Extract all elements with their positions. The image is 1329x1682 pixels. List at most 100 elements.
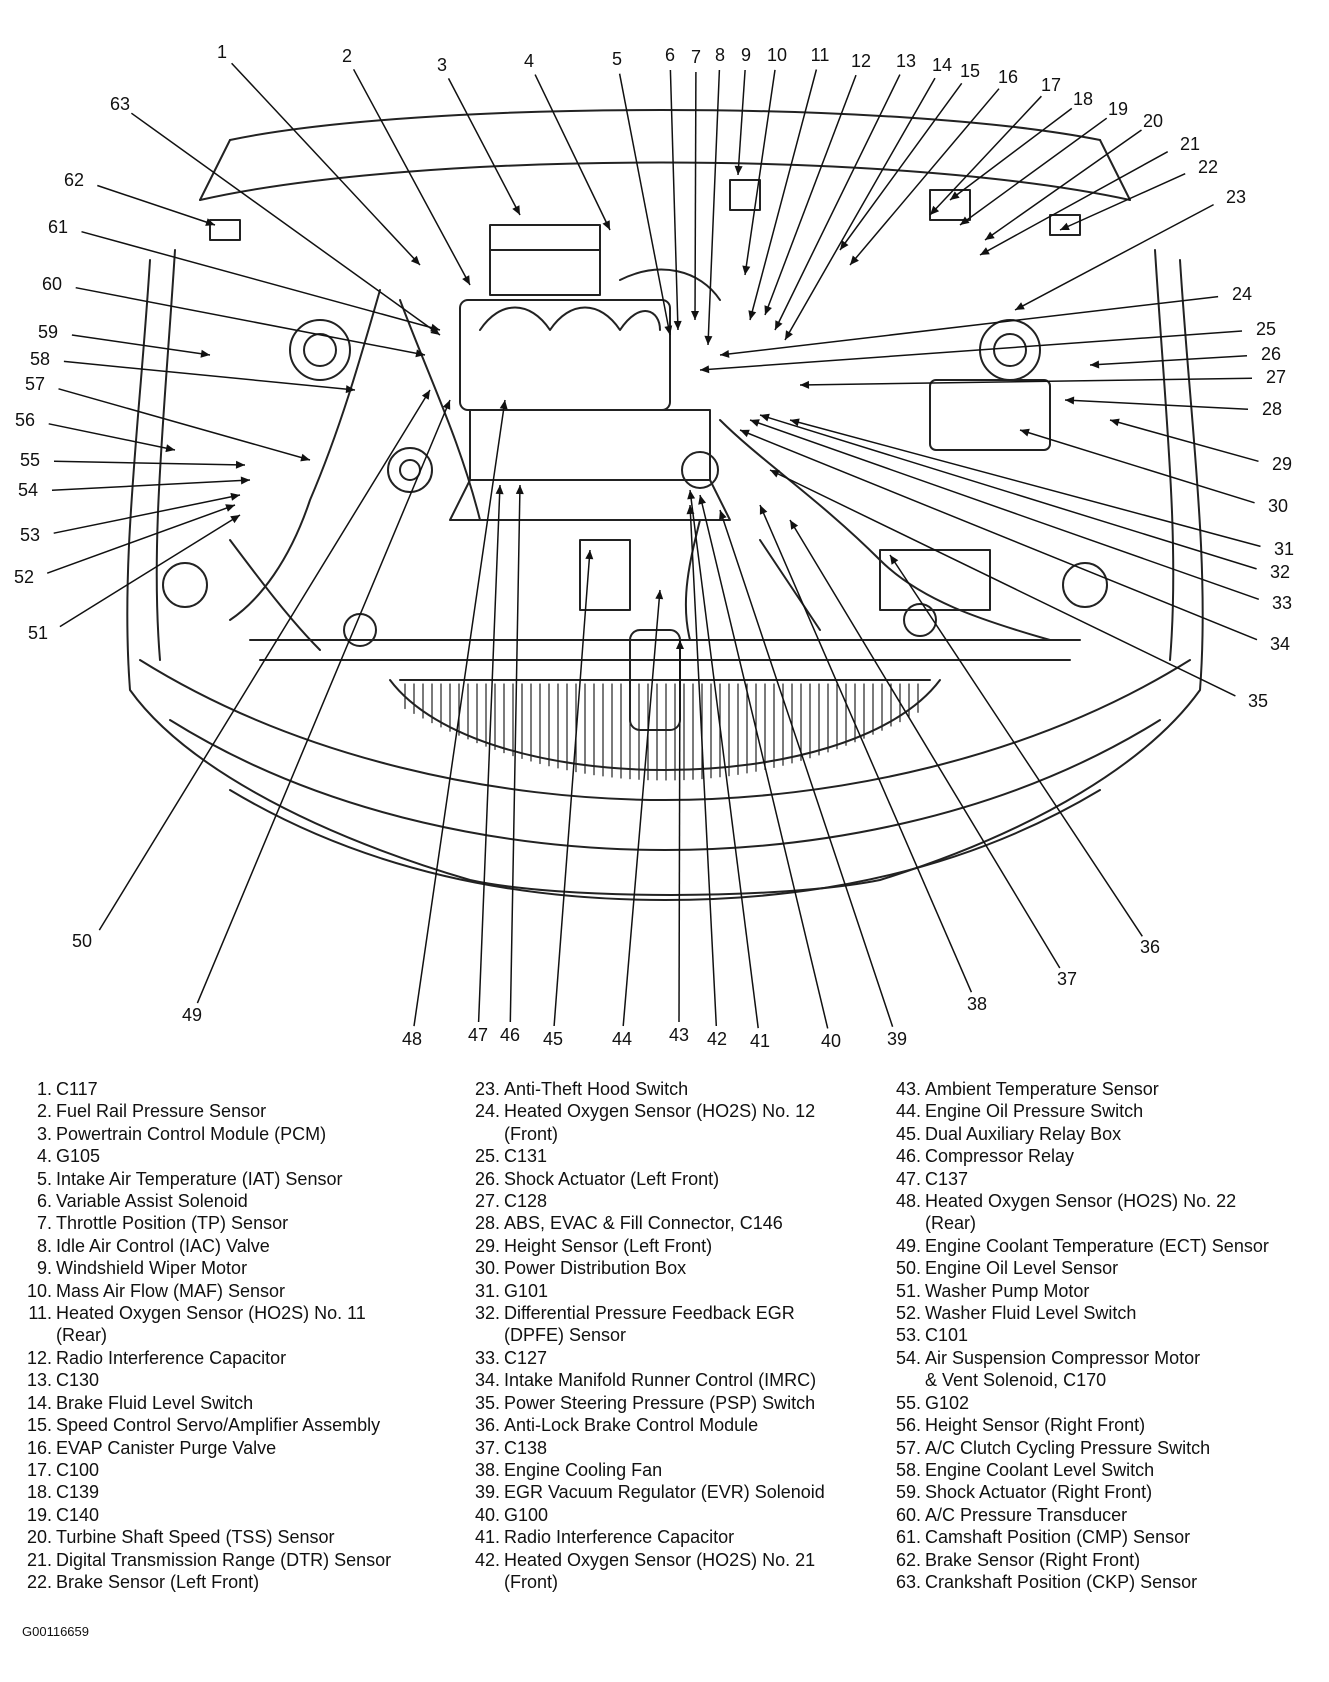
legend-text: C137 [925,1168,969,1189]
callout-15: 15 [960,61,980,81]
leader-line-54 [51,479,251,492]
legend-text: C130 [56,1370,100,1391]
leader-line-21 [979,151,1169,256]
leader-line-55 [53,460,246,466]
leader-arrow-11 [748,310,757,320]
leader-arrow-23 [1015,302,1025,310]
callout-50: 50 [72,931,92,951]
legend-text: ABS, EVAC & Fill Connector, C146 [504,1213,783,1234]
leader-line-19 [959,117,1108,226]
legend-text: (Rear) [925,1213,977,1234]
legend-item: 40.G100 [470,1504,880,1526]
legend-item: 36.Anti-Lock Brake Control Module [470,1414,880,1436]
legend-text: Engine Coolant Temperature (ECT) Sensor [925,1235,1269,1256]
callout-1: 1 [217,42,227,62]
leader-line-7 [694,71,697,321]
legend-number: 26. [474,1168,500,1189]
legend-number: 38. [474,1459,500,1480]
legend-text: G105 [56,1146,101,1167]
legend-item: 18.C139 [22,1481,442,1503]
leader-line-49 [196,399,451,1004]
callout-6: 6 [665,45,675,65]
leader-arrow-55 [235,460,245,469]
legend-text: Windshield Wiper Motor [56,1258,248,1279]
leader-line-46 [509,484,521,1023]
legend-number: 34. [474,1370,500,1391]
legend-text: Power Distribution Box [504,1258,687,1279]
legend-number: 55. [895,1392,921,1413]
callout-29: 29 [1272,454,1292,474]
leader-arrow-46 [515,485,524,495]
legend-text: (DPFE) Sensor [504,1325,627,1346]
callout-5: 5 [612,49,622,69]
leader-line-52 [46,504,236,574]
leader-line-5 [618,73,671,336]
callout-7: 7 [691,47,701,67]
legend-text: Brake Sensor (Left Front) [56,1571,260,1592]
legend-text: Engine Cooling Fan [504,1459,663,1480]
leader-line-11 [749,69,818,321]
legend-item: 4.G105 [22,1145,442,1167]
legend-text: A/C Clutch Cycling Pressure Switch [925,1437,1211,1458]
legend-number: 11. [28,1303,52,1324]
leader-arrow-63 [430,326,440,335]
legend-number: 58. [895,1459,921,1480]
leader-line-48 [413,399,506,1027]
legend-item: 25.C131 [470,1145,880,1167]
leader-line-42 [689,504,718,1027]
legend-item: 55.G102 [891,1392,1321,1414]
leader-line-37 [789,519,1061,969]
legend-number: 27. [474,1191,500,1212]
legend-number: 35. [474,1392,500,1413]
leader-arrow-45 [585,550,594,560]
callout-16: 16 [998,67,1018,87]
legend-text: Shock Actuator (Right Front) [925,1482,1153,1503]
leader-line-17 [929,95,1042,216]
callout-2: 2 [342,46,352,66]
callout-21: 21 [1180,134,1200,154]
legend-number: 7. [36,1213,52,1234]
legend-text: Engine Coolant Level Switch [925,1459,1155,1480]
callout-62: 62 [64,170,84,190]
legend-number: 47. [895,1168,921,1189]
legend-number: 39. [474,1482,500,1503]
legend-item: 48.Heated Oxygen Sensor (HO2S) No. 22(Re… [891,1190,1321,1235]
legend-number: 4. [36,1146,52,1167]
callout-63: 63 [110,94,130,114]
callout-53: 53 [20,525,40,545]
legend-text: Anti-Lock Brake Control Module [504,1415,759,1436]
leader-arrow-60 [415,349,425,358]
leader-line-14 [784,77,936,341]
legend-item: 10.Mass Air Flow (MAF) Sensor [22,1280,442,1302]
leader-line-47 [477,484,501,1023]
leader-line-4 [534,74,611,231]
legend-item: 32.Differential Pressure Feedback EGR(DP… [470,1302,880,1347]
leader-arrow-37 [790,520,799,530]
legend-number: 1. [36,1079,52,1099]
legend-item: 24.Heated Oxygen Sensor (HO2S) No. 12(Fr… [470,1100,880,1145]
legend-number: 59. [895,1482,921,1503]
leader-line-2 [352,68,471,286]
legend-text: Radio Interference Capacitor [56,1347,287,1368]
leader-arrow-12 [764,305,772,315]
leader-line-43 [678,639,681,1023]
leader-line-6 [669,69,679,331]
callout-44: 44 [612,1029,632,1049]
legend-item: 16.EVAP Canister Purge Valve [22,1437,442,1459]
legend-item: 29.Height Sensor (Left Front) [470,1235,880,1257]
legend-number: 36. [474,1415,500,1436]
callout-58: 58 [30,349,50,369]
leader-line-62 [97,184,216,226]
leader-line-12 [764,74,857,316]
leader-line-60 [75,286,426,356]
leader-arrow-7 [691,311,699,320]
leader-line-24 [719,295,1219,356]
callout-20: 20 [1143,111,1163,131]
legend-number: 28. [474,1213,500,1234]
legend-number: 20. [26,1527,52,1548]
legend-text: Brake Sensor (Right Front) [925,1549,1141,1570]
legend-item: 3.Powertrain Control Module (PCM) [22,1123,442,1145]
legend-text: Washer Pump Motor [925,1280,1090,1301]
leader-arrow-35 [770,470,780,478]
